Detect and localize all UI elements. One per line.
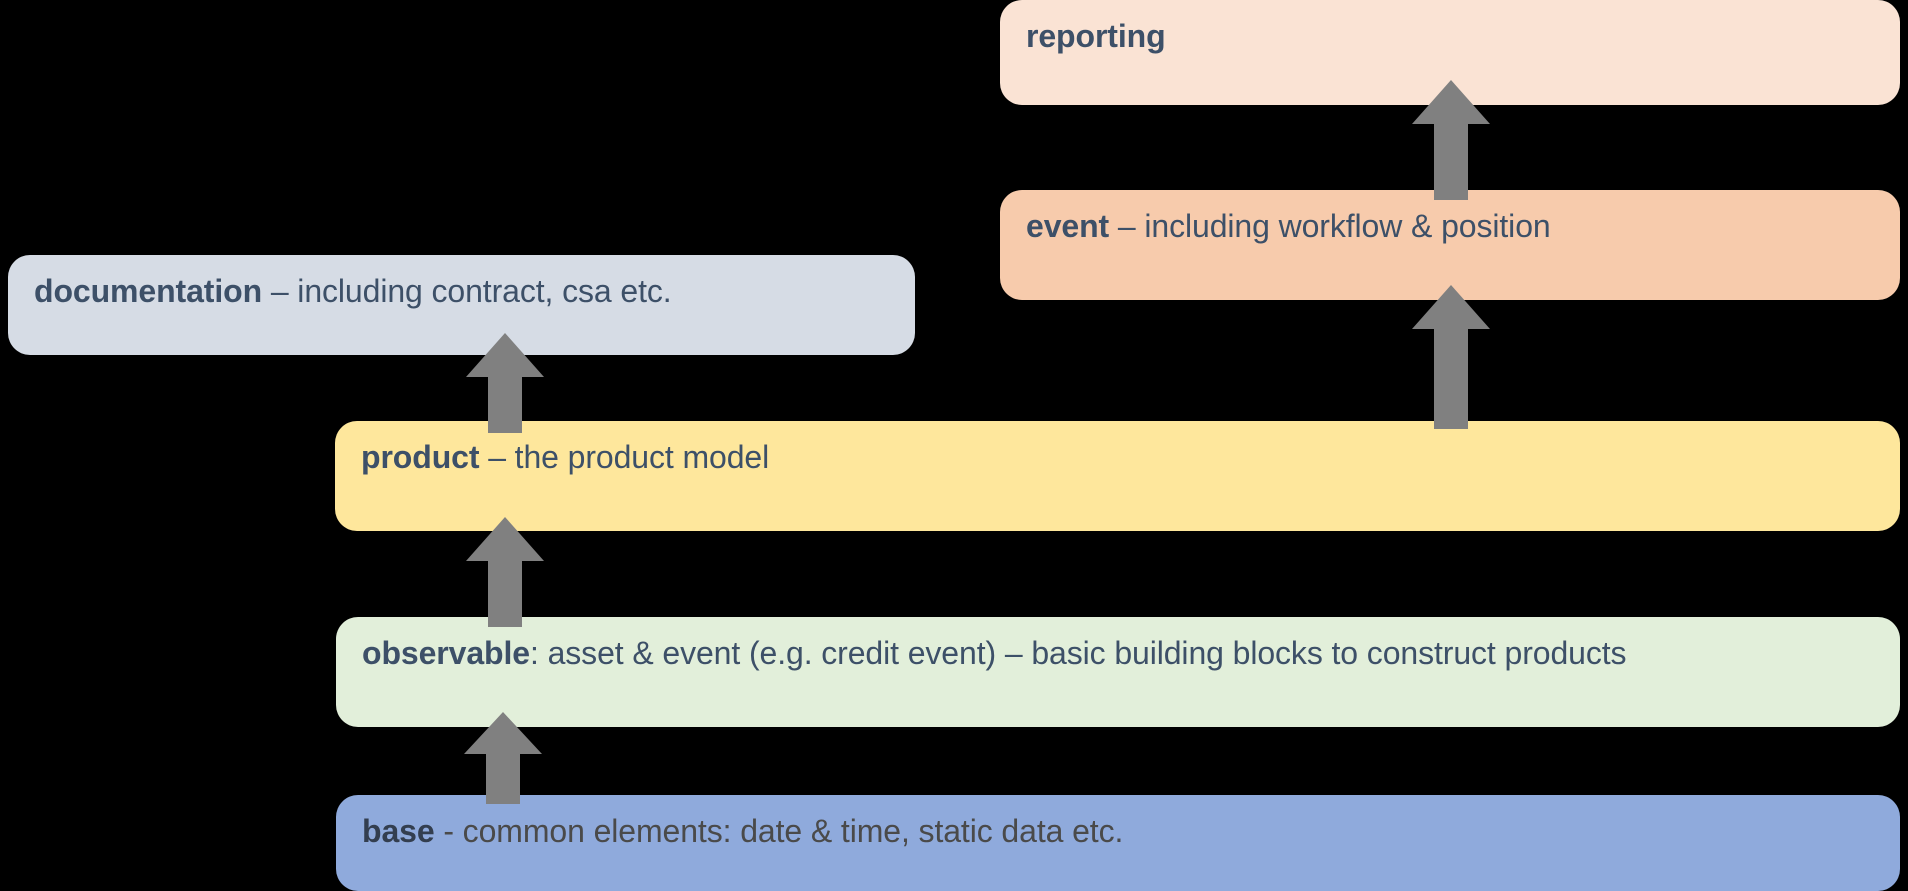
layer-description-event: – including workflow & position bbox=[1109, 208, 1551, 244]
layer-label-reporting: reporting bbox=[1026, 18, 1166, 55]
layer-box-observable[interactable]: observable: asset & event (e.g. credit e… bbox=[336, 617, 1900, 727]
layer-keyword-documentation: documentation bbox=[34, 273, 263, 309]
layer-label-base: base - common elements: date & time, sta… bbox=[362, 813, 1123, 850]
layer-keyword-base: base bbox=[362, 813, 435, 849]
arrow-up-icon-observable-to-product bbox=[466, 517, 544, 627]
layer-description-documentation: – including contract, csa etc. bbox=[262, 273, 672, 309]
layer-keyword-event: event bbox=[1026, 208, 1110, 244]
layer-label-observable: observable: asset & event (e.g. credit e… bbox=[362, 635, 1627, 672]
layer-box-documentation[interactable]: documentation – including contract, csa … bbox=[8, 255, 915, 355]
layer-description-base: - common elements: date & time, static d… bbox=[434, 813, 1124, 849]
layer-label-documentation: documentation – including contract, csa … bbox=[34, 273, 672, 310]
layer-box-base[interactable]: base - common elements: date & time, sta… bbox=[336, 795, 1900, 891]
layer-label-product: product – the product model bbox=[361, 439, 769, 476]
layer-description-observable: : asset & event (e.g. credit event) – ba… bbox=[529, 635, 1627, 671]
layer-box-event[interactable]: event – including workflow & position bbox=[1000, 190, 1900, 300]
layer-box-product[interactable]: product – the product model bbox=[335, 421, 1900, 531]
layer-keyword-product: product bbox=[361, 439, 480, 475]
layer-box-reporting[interactable]: reporting bbox=[1000, 0, 1900, 105]
layer-label-event: event – including workflow & position bbox=[1026, 208, 1551, 245]
layer-keyword-reporting: reporting bbox=[1026, 18, 1166, 54]
layer-keyword-observable: observable bbox=[362, 635, 530, 671]
arrow-up-icon-product-to-event bbox=[1412, 285, 1490, 429]
layer-description-product: – the product model bbox=[479, 439, 770, 475]
